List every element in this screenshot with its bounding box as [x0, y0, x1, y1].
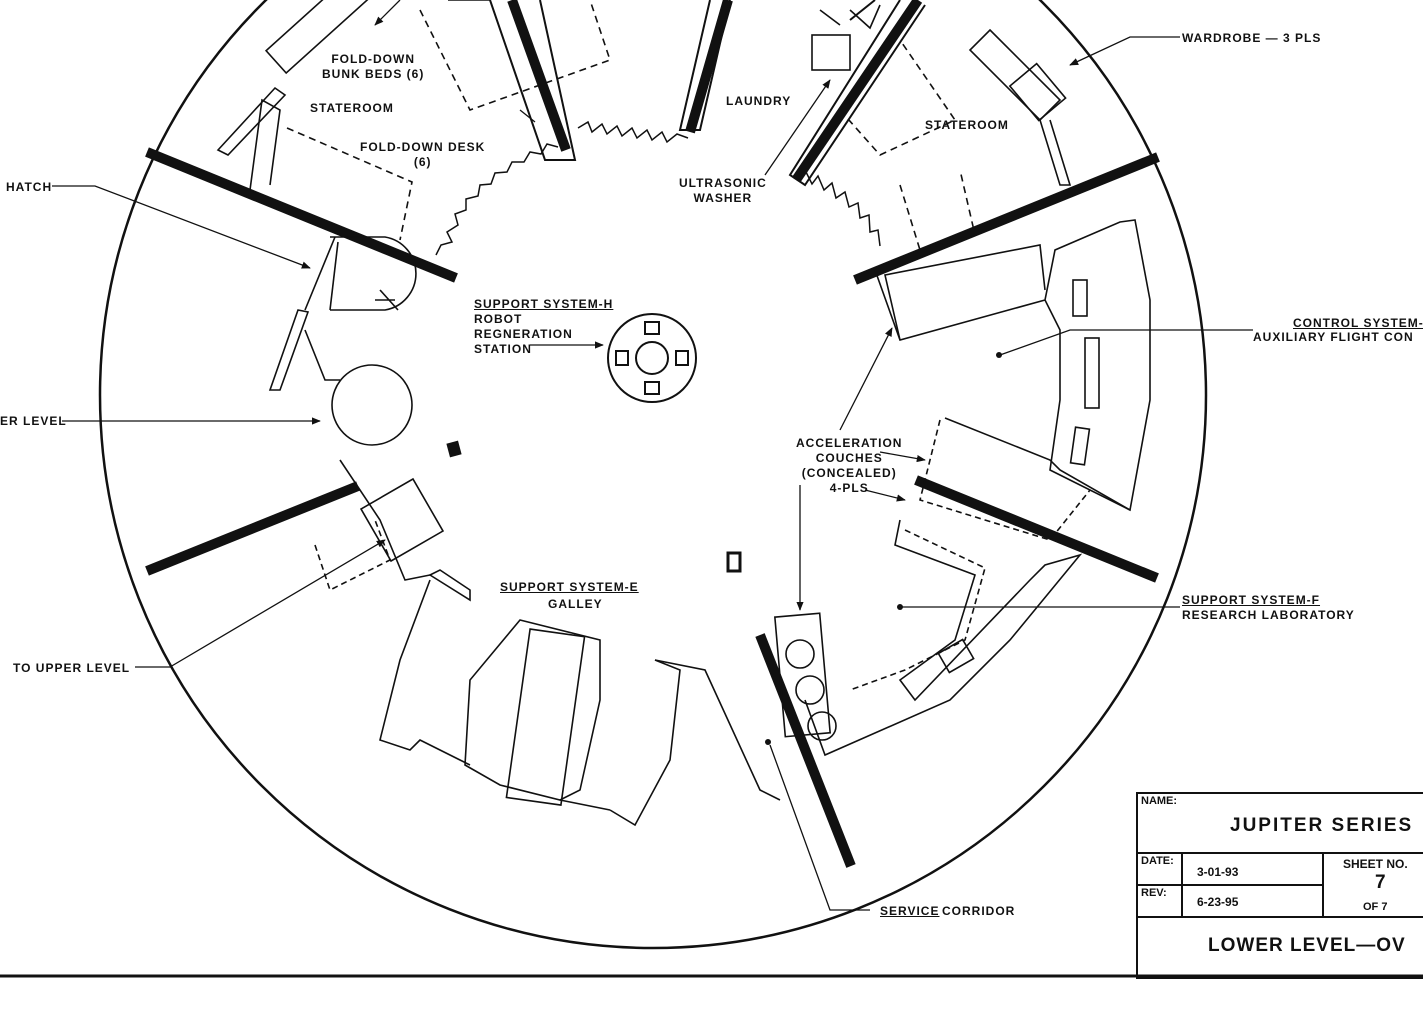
label-corridor: CORRIDOR: [942, 904, 1016, 918]
label-hatch: HATCH: [6, 180, 53, 194]
label-fold-down-bunk-beds: FOLD-DOWN BUNK BEDS (6): [322, 52, 425, 81]
label-laundry: LAUNDRY: [726, 94, 792, 108]
title-block-drawing-title: LOWER LEVEL—OV: [1208, 935, 1406, 956]
label-stateroom-left: STATEROOM: [310, 101, 394, 115]
title-block-of-label: OF 7: [1363, 901, 1388, 913]
label-control-system: CONTROL SYSTEM-: [1293, 316, 1423, 330]
label-auxiliary-flight-control: AUXILIARY FLIGHT CON: [1253, 330, 1414, 344]
inner-zigzag: [435, 143, 559, 256]
title-block-rev-value: 6-23-95: [1197, 895, 1239, 909]
outer-hull: [98, 0, 1208, 950]
label-galley: GALLEY: [548, 597, 603, 611]
label-ultrasonic-washer: ULTRASONIC WASHER: [679, 176, 767, 205]
title-block-sheet-label: SHEET NO.: [1343, 857, 1408, 871]
bulkheads: [145, 0, 1160, 868]
label-service: SERVICE: [880, 904, 940, 918]
label-lower-level-left: ER LEVEL: [0, 414, 67, 428]
title-block-date-value: 3-01-93: [1197, 865, 1239, 879]
title-block-name-value: JUPITER SERIES: [1230, 815, 1414, 836]
label-support-system-f: SUPPORT SYSTEM-F: [1182, 593, 1321, 607]
label-to-upper-level: TO UPPER LEVEL: [13, 661, 131, 675]
label-acceleration-couches: ACCELERATION COUCHES (CONCEALED) 4-PLS: [796, 436, 903, 495]
label-research-laboratory: RESEARCH LABORATORY: [1182, 608, 1355, 622]
label-fold-down-desk: FOLD-DOWN DESK (6): [360, 140, 486, 169]
label-stateroom-right: STATEROOM: [925, 118, 1009, 132]
label-support-system-e: SUPPORT SYSTEM-E: [500, 580, 639, 594]
label-robot-regeneration-station: ROBOT REGNERATION STATION: [474, 312, 573, 356]
title-block-date-label: DATE:: [1141, 855, 1174, 867]
label-support-system-h: SUPPORT SYSTEM-H: [474, 297, 614, 311]
title-block-rev-label: REV:: [1141, 887, 1167, 899]
title-block-name-label: NAME:: [1141, 795, 1178, 807]
label-wardrobe: WARDROBE — 3 PLS: [1182, 31, 1322, 45]
robot-regeneration-station: [607, 313, 697, 403]
title-block-sheet-value: 7: [1375, 872, 1386, 893]
title-block-frame: [1136, 792, 1423, 979]
